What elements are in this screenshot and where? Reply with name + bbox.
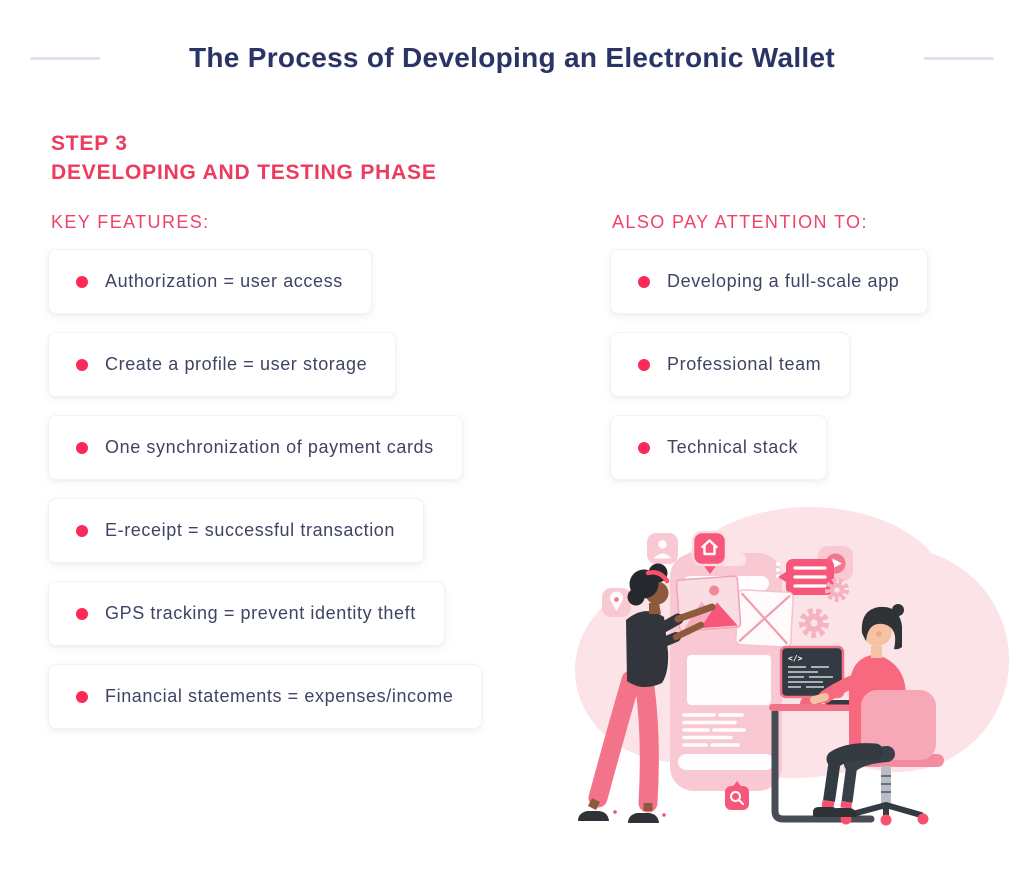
bullet-dot-icon [76, 524, 88, 537]
code-icon: </> [788, 654, 803, 663]
feature-text: GPS tracking = prevent identity theft [105, 603, 416, 623]
bullet-dot-icon [76, 441, 88, 454]
bullet-dot-icon [638, 275, 650, 288]
bullet-dot-icon [76, 607, 88, 620]
step-heading: STEP 3 DEVELOPING AND TESTING PHASE [51, 129, 437, 187]
woman-figure [578, 563, 716, 823]
man-legs [813, 743, 895, 817]
search-icon [725, 781, 749, 810]
feature-card: One synchronization of payment cards [48, 415, 463, 480]
attention-heading: ALSO PAY ATTENTION TO: [612, 212, 868, 232]
bullet-dot-icon [638, 441, 650, 454]
bullet-dot-icon [76, 275, 88, 288]
attention-card: Professional team [610, 332, 851, 397]
feature-card: E-receipt = successful transaction [48, 498, 425, 563]
bullet-dot-icon [638, 358, 650, 371]
attention-text: Technical stack [667, 437, 799, 457]
page-header: The Process of Developing an Electronic … [0, 42, 1024, 74]
attention-text: Professional team [667, 354, 822, 374]
gear-icon [799, 608, 829, 638]
bullet-dot-icon [76, 358, 88, 371]
feature-text: Financial statements = expenses/income [105, 686, 454, 706]
bullet-dot-icon [76, 690, 88, 703]
developers-illustration: </> [575, 507, 1009, 826]
feature-card: GPS tracking = prevent identity theft [48, 581, 445, 646]
user-avatar-icon [647, 533, 678, 564]
attention-card: Developing a full-scale app [610, 249, 929, 314]
key-features-heading: KEY FEATURES: [51, 212, 210, 232]
chat-icon [778, 559, 834, 595]
attention-text: Developing a full-scale app [667, 271, 900, 291]
title-divider-right [924, 56, 994, 60]
title-divider-left [30, 56, 100, 60]
feature-card: Authorization = user access [48, 249, 372, 314]
attention-card: Technical stack [610, 415, 828, 480]
feature-card: Financial statements = expenses/income [48, 664, 483, 729]
feature-text: Create a profile = user storage [105, 354, 368, 374]
gear-icon [825, 578, 849, 602]
image-placeholder-icon [675, 575, 742, 632]
feature-card: Create a profile = user storage [48, 332, 397, 397]
key-features-list: Authorization = user access Create a pro… [48, 249, 483, 729]
feature-text: One synchronization of payment cards [105, 437, 434, 457]
feature-text: Authorization = user access [105, 271, 343, 291]
home-pin-icon [691, 530, 728, 574]
envelope-icon [735, 589, 794, 648]
location-pin-icon [602, 588, 631, 617]
feature-text: E-receipt = successful transaction [105, 520, 396, 540]
step-label: STEP 3 [51, 132, 128, 155]
step-name: DEVELOPING AND TESTING PHASE [51, 161, 437, 184]
page-title: The Process of Developing an Electronic … [188, 42, 836, 73]
attention-list: Developing a full-scale app Professional… [610, 249, 929, 480]
